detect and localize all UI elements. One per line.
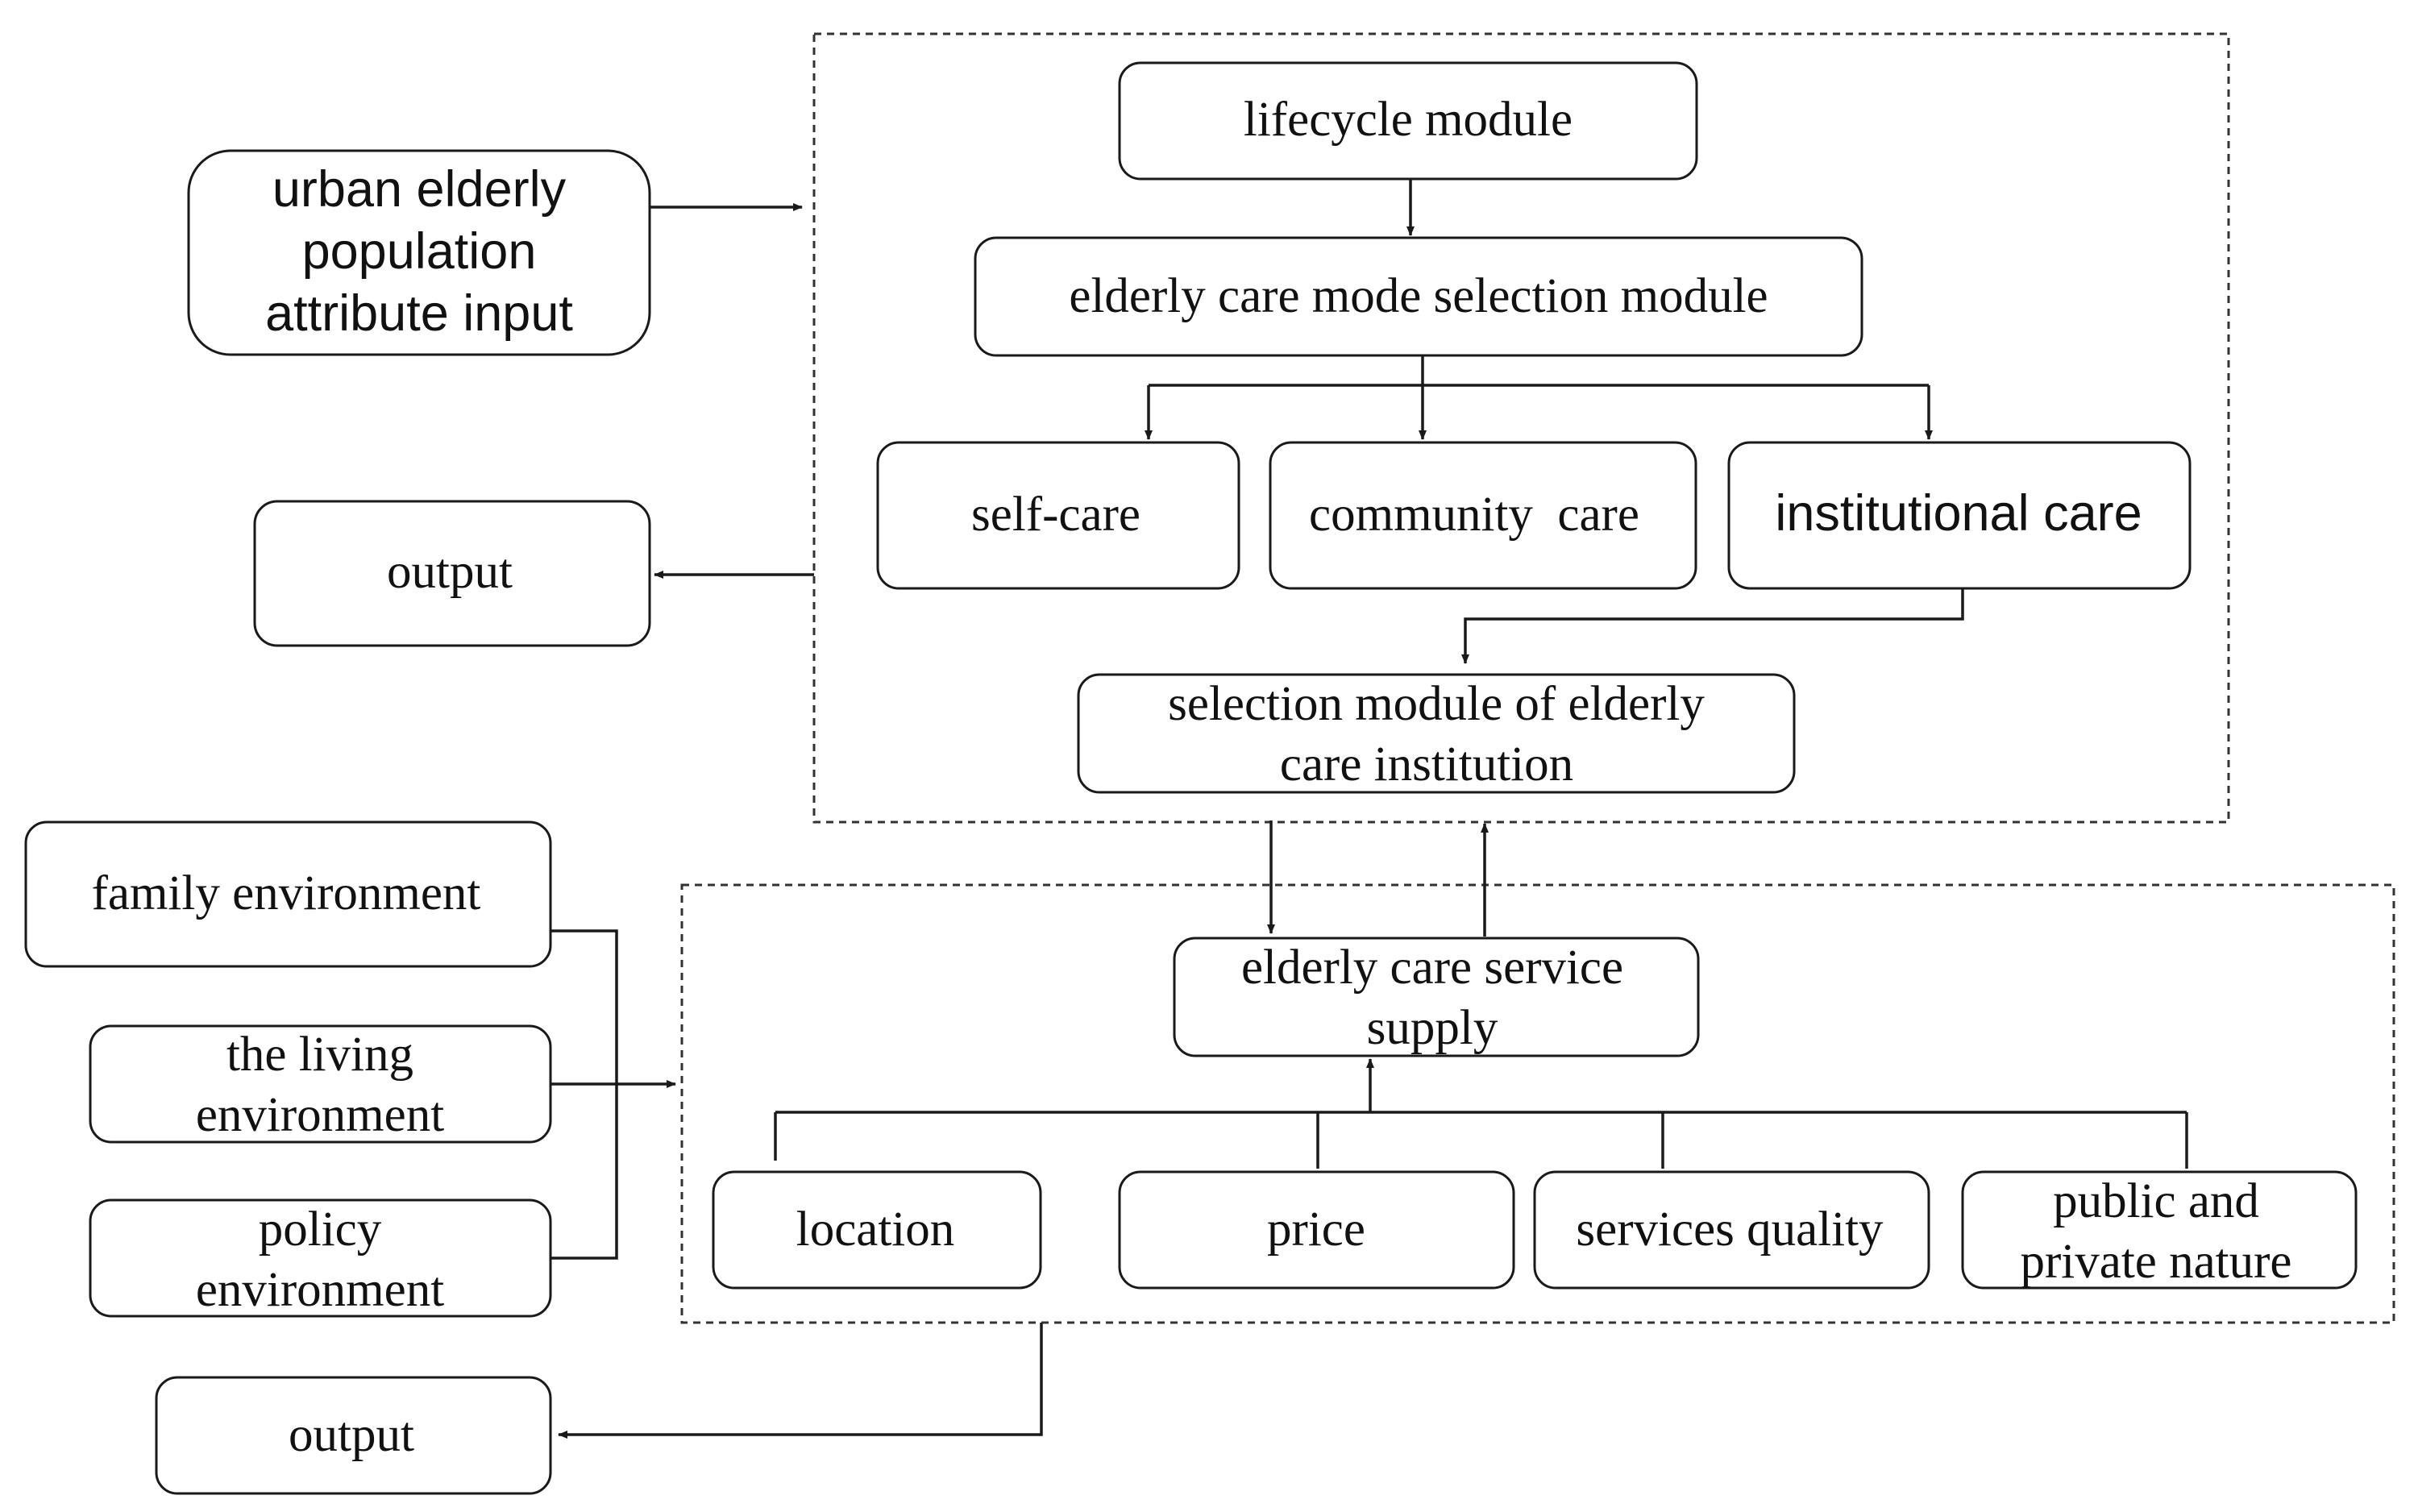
lifecycle-module-node: lifecycle module — [1118, 61, 1698, 181]
public-private-line-2: private nature — [2020, 1235, 2291, 1289]
urban-input-line-3: attribute input — [265, 285, 573, 342]
mode-selection-label: elderly care mode selection module — [1069, 269, 1768, 323]
policy-environment-line-2: environment — [196, 1263, 444, 1317]
public-private-line-1: public and — [2053, 1174, 2259, 1228]
output-bottom-label: output — [289, 1408, 414, 1462]
services-quality-node: services quality — [1533, 1170, 1930, 1290]
public-private-node: public and private nature — [1961, 1170, 2358, 1290]
family-environment-label: family environment — [92, 866, 481, 920]
community-care-node: community care — [1269, 441, 1697, 590]
institution-selection-line-2: care institution — [1280, 737, 1573, 791]
service-supply-line-2: supply — [1367, 1001, 1498, 1055]
bottom-module-group — [680, 883, 2395, 1324]
service-supply-node: elderly care service supply — [1173, 937, 1700, 1057]
urban-input-line-1: urban elderly — [272, 161, 567, 218]
price-label: price — [1267, 1203, 1365, 1257]
price-node: price — [1118, 1170, 1515, 1290]
output-top-node: output — [253, 500, 651, 647]
institution-selection-node: selection module of elderly care institu… — [1077, 673, 1796, 794]
self-care-label: self-care — [971, 488, 1140, 542]
institutional-care-label: institutional care — [1775, 485, 2142, 542]
family-environment-node: family environment — [24, 820, 552, 968]
mode-selection-node: elderly care mode selection module — [974, 236, 1863, 357]
location-node: location — [712, 1170, 1042, 1290]
urban-input-line-2: population — [302, 223, 537, 280]
policy-environment-line-1: policy — [259, 1203, 382, 1257]
output-bottom-node: output — [155, 1376, 552, 1495]
living-environment-line-1: the living — [226, 1028, 413, 1082]
institution-selection-line-1: selection module of elderly — [1168, 677, 1705, 731]
connectors — [550, 179, 2188, 1439]
urban-input-node: urban elderly population attribute input — [187, 149, 651, 356]
service-supply-line-1: elderly care service — [1241, 941, 1623, 995]
location-label: location — [796, 1203, 955, 1257]
top-module-group — [812, 32, 2230, 824]
self-care-node: self-care — [876, 441, 1240, 590]
lifecycle-module-label: lifecycle module — [1244, 93, 1573, 147]
arrow-services-to-output — [558, 1323, 1043, 1439]
arrow-institutional-to-selection — [1461, 588, 1964, 664]
policy-environment-node: policy environment — [89, 1198, 552, 1318]
community-care-label: community care — [1309, 488, 1639, 542]
bracket-environments — [550, 929, 618, 1260]
living-environment-node: the living environment — [89, 1024, 552, 1144]
living-environment-line-2: environment — [196, 1088, 444, 1142]
services-quality-label: services quality — [1576, 1203, 1884, 1257]
institutional-care-node: institutional care — [1727, 441, 2192, 590]
output-top-label: output — [387, 545, 513, 599]
